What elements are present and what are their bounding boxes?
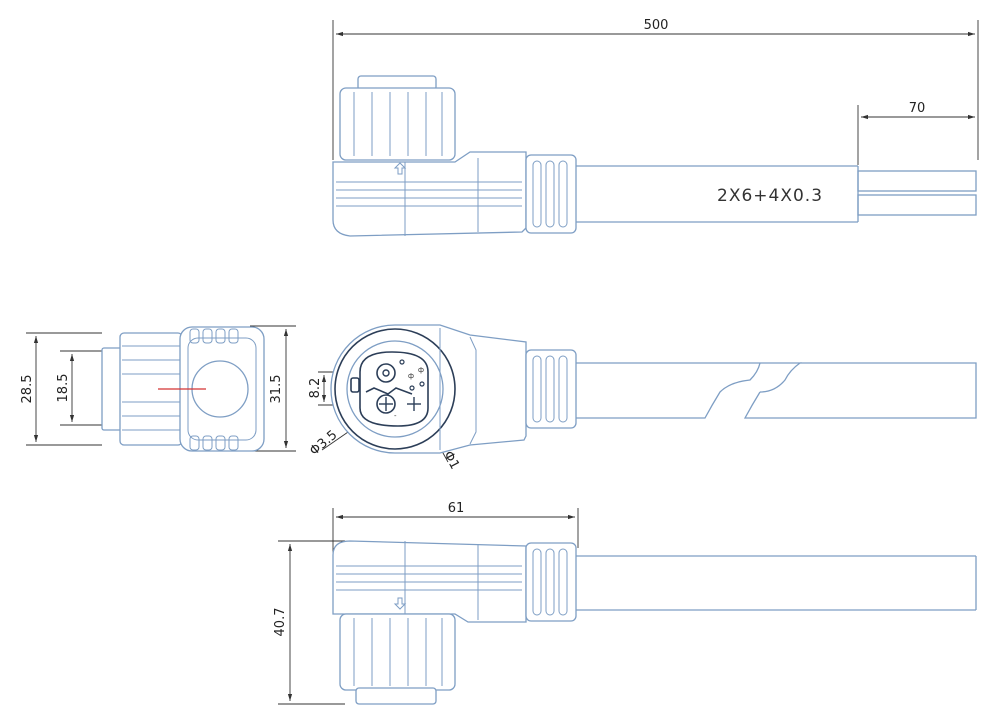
strain-relief-middle (525, 349, 577, 429)
cable-middle (576, 362, 977, 419)
pin-face-housing: ф ф - (330, 324, 527, 454)
dim-overall-length: 500 (332, 18, 979, 160)
connector-body-bottom (332, 540, 527, 623)
front-outer-height-label: 28.5 (20, 375, 35, 404)
coupling-nut-bottom (339, 613, 456, 705)
body-length-label: 61 (448, 501, 465, 516)
connector-body-top (332, 151, 527, 237)
dim-strip-length: 70 (857, 101, 975, 165)
pin-2 (376, 394, 396, 414)
strip-length-label: 70 (909, 101, 926, 116)
overall-length-label: 500 (644, 18, 669, 33)
front-body-height-label: 31.5 (269, 375, 284, 404)
total-height-label: 40.7 (273, 608, 288, 637)
dim-front-outer-height: 28.5 (20, 332, 102, 446)
pin-diameter-label: Φ3.5 (307, 428, 340, 459)
pin-mark-minus: - (394, 412, 397, 420)
pin-face-view: 8.2 Φ3.5 Φ1 (307, 324, 977, 472)
pin-1 (376, 363, 396, 383)
cable-bottom (576, 555, 977, 611)
cable-top: 2X6+4X0.3 (576, 165, 977, 223)
dim-front-inner-height: 18.5 (56, 350, 102, 426)
dim-front-body-height: 31.5 (250, 325, 296, 452)
front-nut (101, 332, 183, 446)
coupling-nut-top (339, 75, 456, 161)
pin-mark-top-left: ф (408, 372, 414, 380)
front-view: 28.5 18.5 31.5 (20, 325, 296, 452)
dim-body-length: 61 (332, 501, 579, 560)
top-view: 500 70 (332, 18, 979, 237)
strain-relief-top (525, 154, 577, 234)
cable-spec-label: 2X6+4X0.3 (717, 186, 823, 206)
front-inner-height-label: 18.5 (56, 374, 71, 403)
dim-total-height: 40.7 (273, 540, 345, 705)
pin-spacing-label: 8.2 (308, 378, 323, 399)
front-body-face (158, 326, 265, 452)
pin-mark-top-right: ф (418, 366, 424, 374)
bottom-view: 61 40.7 (273, 501, 977, 705)
strain-relief-bottom (525, 542, 577, 622)
